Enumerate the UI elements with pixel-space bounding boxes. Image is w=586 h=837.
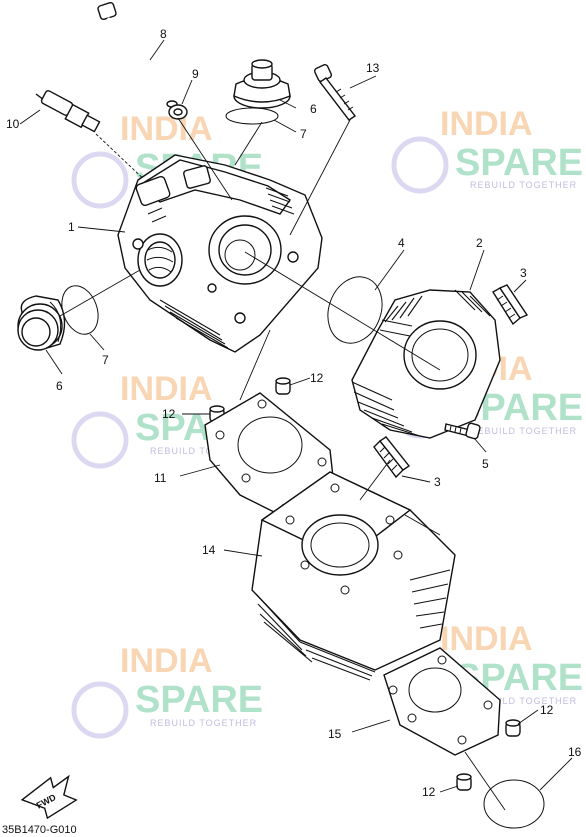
part-8-stud-bolt (97, 1, 178, 108)
callout-14: 14 (202, 543, 216, 557)
callout-4: 4 (398, 236, 405, 250)
watermark-tagline: REBUILD TOGETHER (150, 718, 257, 728)
watermark-spare: SPARE (455, 142, 583, 184)
part-10-spark-plug (35, 90, 151, 186)
part-2-head-cover (351, 289, 501, 439)
callout-12-c: 12 (540, 703, 554, 717)
part-7-o-ring-left (61, 285, 99, 335)
watermark-logo-icon (391, 136, 449, 194)
part-14-cylinder (251, 471, 456, 681)
callout-1: 1 (68, 220, 75, 234)
callout-11: 11 (154, 471, 167, 485)
watermark-tagline: REBUILD TOGETHER (470, 180, 577, 190)
callout-8: 8 (160, 27, 167, 41)
watermark-top-right: INDIA SPARE REBUILD TOGETHER (391, 105, 583, 194)
part-16-o-ring (483, 779, 545, 829)
part-6-cap-left (17, 295, 66, 351)
part-12-dowel-pin-c (505, 719, 521, 737)
part-12-dowel-pin-d (456, 773, 472, 791)
watermark-india: INDIA (120, 642, 213, 680)
callout-15: 15 (328, 727, 342, 741)
watermark-spare: SPARE (135, 679, 263, 721)
callout-13: 13 (366, 61, 380, 75)
watermark-logo-icon (71, 151, 129, 209)
part-6-cap-top (233, 59, 291, 109)
part-12-dowel-pin-a (275, 377, 291, 395)
callout-9: 9 (192, 67, 199, 81)
alignment-lines (59, 117, 506, 811)
callout-6-top: 6 (310, 102, 317, 116)
part-15-base-gasket (383, 647, 501, 756)
part-3-damper-top (492, 284, 529, 326)
callout-10: 10 (6, 117, 20, 131)
drawing-code: 35B1470-G010 (2, 824, 77, 836)
callout-labels: 8 9 10 13 6 7 1 4 2 3 7 6 12 12 5 3 11 1… (6, 27, 582, 799)
callout-3-top: 3 (520, 266, 527, 280)
watermark-logo-icon (71, 411, 129, 469)
part-3-damper-bottom (373, 436, 411, 479)
part-7-o-ring-top (225, 107, 279, 125)
part-4-o-ring (327, 276, 383, 344)
callout-6-left: 6 (56, 379, 63, 393)
part-1-cylinder-head (117, 154, 323, 353)
watermark-bottom-left: INDIA SPARE REBUILD TOGETHER (71, 642, 263, 739)
callout-12-d: 12 (422, 785, 436, 799)
callout-leaders (19, 39, 573, 793)
callout-2: 2 (476, 236, 483, 250)
part-5-bolt (444, 422, 481, 440)
fwd-arrow-icon: FWD (20, 774, 78, 820)
callout-7-top: 7 (300, 127, 307, 141)
callout-12-b: 12 (162, 407, 176, 421)
part-9-washer (168, 104, 188, 120)
callout-5: 5 (482, 457, 489, 471)
watermark-india: INDIA (440, 620, 533, 658)
watermark-india: INDIA (120, 110, 213, 148)
watermark-india: INDIA (120, 370, 213, 408)
part-13-bolt (313, 63, 357, 121)
watermark-india: INDIA (440, 105, 533, 143)
callout-7-left: 7 (102, 353, 109, 367)
callout-16: 16 (568, 745, 582, 759)
watermark-logo-icon (71, 681, 129, 739)
watermark-tagline: REBUILD TOGETHER (470, 426, 577, 436)
callout-3-bottom: 3 (434, 475, 441, 489)
watermark-bottom-right: INDIA SPARE REBUILD TOGETHER (391, 620, 583, 719)
callout-12-a: 12 (310, 371, 324, 385)
watermark-tagline: REBUILD TOGETHER (470, 696, 577, 706)
watermark-tagline: REBUILD TOGETHER (150, 446, 257, 456)
